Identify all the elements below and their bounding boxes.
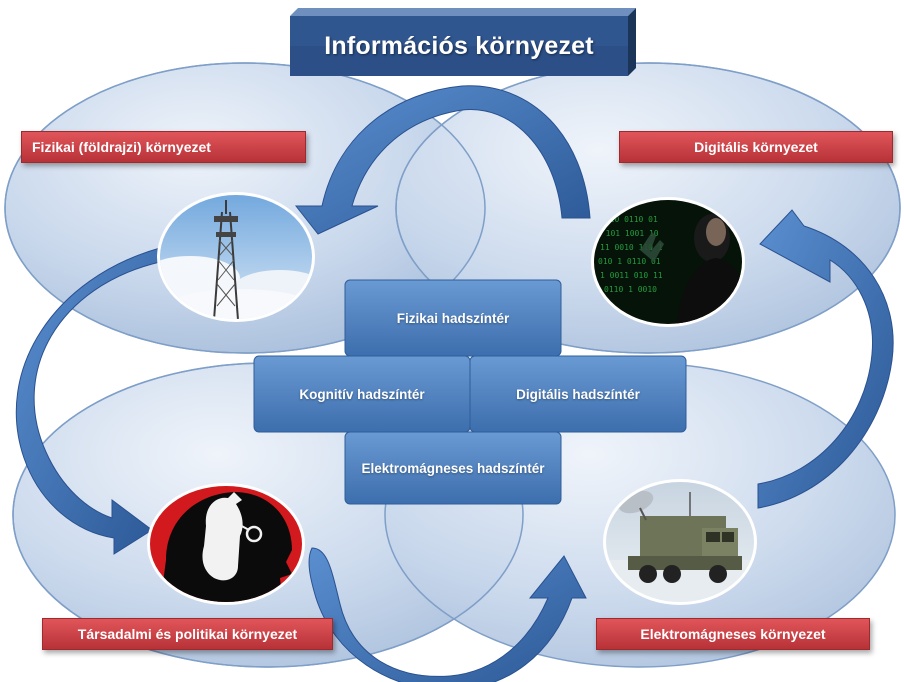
arrow-electromagnetic-to-digital xyxy=(757,209,894,509)
svg-text:0 101 1001 10: 0 101 1001 10 xyxy=(596,229,659,238)
box-electromagnetic-domain xyxy=(344,431,562,505)
physical-domain-label: Fizikai hadszíntér xyxy=(345,280,561,356)
label-digital-environment: Digitális környezet xyxy=(619,131,893,163)
label-physical-environment: Fizikai (földrajzi) környezet xyxy=(21,131,306,163)
label-electromagnetic-environment: Elektromágneses környezet xyxy=(596,618,870,650)
cognitive-domain-text: Kognitív hadszíntér xyxy=(299,386,425,402)
arrow-social-to-electromagnetic xyxy=(308,547,587,682)
photo-cell-tower xyxy=(157,192,315,322)
electromagnetic-domain-label: Elektromágneses hadszíntér xyxy=(345,432,561,504)
photo-hacker: 1010 0110 01 0 101 1001 10 11 0010 110 1… xyxy=(591,197,745,327)
arrow-digital-to-physical xyxy=(294,85,591,235)
physical-domain-text: Fizikai hadszíntér xyxy=(396,310,510,326)
box-digital-domain xyxy=(469,355,687,433)
svg-text:1 0011 010 11: 1 0011 010 11 xyxy=(600,271,663,280)
arrow-physical-to-social xyxy=(15,247,161,555)
photo-head-silhouette xyxy=(147,483,305,605)
cycle-arrows xyxy=(15,85,894,682)
battlespace-boxes xyxy=(253,279,687,505)
label-physical-environment-text: Fizikai (földrajzi) környezet xyxy=(32,139,211,155)
svg-text:11 0010 110 1: 11 0010 110 1 xyxy=(600,243,663,252)
title-box-shape xyxy=(290,8,636,76)
svg-text:0110 1 0010: 0110 1 0010 xyxy=(604,285,657,294)
diagram-title-text: Információs környezet xyxy=(324,31,594,60)
electromagnetic-domain-text: Elektromágneses hadszíntér xyxy=(361,460,545,476)
cognitive-domain-label: Kognitív hadszíntér xyxy=(254,356,470,432)
label-digital-environment-text: Digitális környezet xyxy=(694,139,818,155)
svg-text:1010 0110 01: 1010 0110 01 xyxy=(600,215,658,224)
digital-domain-label: Digitális hadszíntér xyxy=(470,356,686,432)
diagram-title: Információs környezet xyxy=(290,16,628,76)
label-social-environment: Társadalmi és politikai környezet xyxy=(42,618,333,650)
label-electromagnetic-environment-text: Elektromágneses környezet xyxy=(640,626,826,642)
label-social-environment-text: Társadalmi és politikai környezet xyxy=(77,626,298,642)
digital-domain-text: Digitális hadszíntér xyxy=(516,386,640,402)
svg-text:010 1 0110 01: 010 1 0110 01 xyxy=(598,257,661,266)
